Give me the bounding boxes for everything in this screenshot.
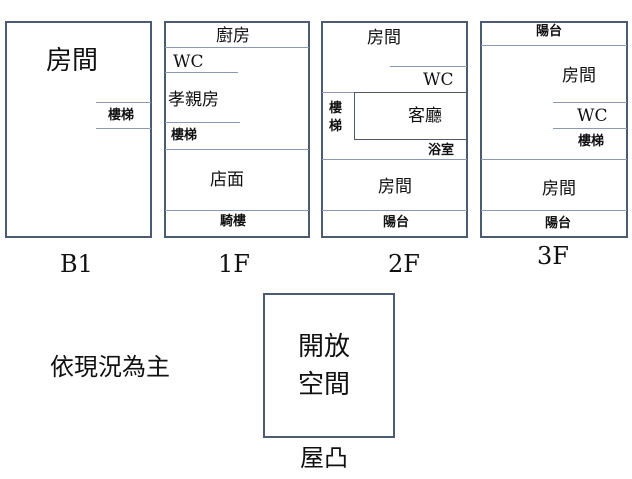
2f-balcony: 陽台: [383, 215, 410, 230]
roof-label: 屋凸: [300, 444, 348, 472]
divider: [553, 102, 627, 103]
divider: [322, 159, 467, 160]
floor-3f-plan: [480, 21, 628, 238]
divider: [322, 210, 467, 211]
roof-plan: [263, 293, 395, 438]
b1-label: B1: [60, 250, 93, 278]
2f-stairs: 樓梯: [329, 101, 343, 134]
1f-elder-room: 孝親房: [168, 90, 219, 110]
3f-label: 3F: [537, 242, 569, 270]
divider: [390, 66, 467, 67]
2f-label: 2F: [388, 250, 420, 278]
3f-room-bottom: 房間: [542, 179, 576, 199]
2f-living-room: 客廳: [408, 106, 442, 126]
divider: [553, 128, 627, 129]
floor-b1-plan: [5, 21, 152, 238]
1f-wc: WC: [173, 52, 204, 72]
2f-wc: WC: [423, 70, 454, 90]
divider: [96, 102, 151, 103]
divider: [481, 210, 627, 211]
1f-kitchen: 廚房: [216, 26, 250, 46]
b1-room: 房間: [46, 46, 99, 76]
1f-label: 1F: [218, 250, 250, 278]
1f-arcade: 騎樓: [220, 214, 247, 229]
divider: [96, 128, 151, 129]
floor-1f-plan: [164, 21, 310, 238]
divider: [165, 210, 309, 211]
3f-balcony-bottom: 陽台: [545, 216, 572, 231]
divider: [481, 159, 627, 160]
1f-shop: 店面: [210, 170, 244, 190]
2f-room-top: 房間: [367, 28, 401, 48]
3f-room-top: 房間: [562, 66, 596, 86]
b1-stairs: 樓梯: [108, 108, 135, 123]
divider: [165, 122, 240, 123]
note: 依現況為主: [50, 353, 170, 381]
3f-stairs: 樓梯: [578, 134, 605, 149]
3f-wc: WC: [577, 106, 608, 126]
2f-living-room-box: [354, 92, 468, 140]
roof-space-line1: 開放: [298, 332, 351, 362]
2f-room-bottom: 房間: [378, 177, 412, 197]
divider: [481, 45, 627, 46]
roof-space-line2: 空間: [298, 370, 351, 400]
divider: [165, 149, 309, 150]
2f-bathroom: 浴室: [428, 143, 455, 158]
1f-stairs: 樓梯: [171, 128, 198, 143]
divider: [165, 47, 309, 48]
divider: [165, 72, 238, 73]
floor-2f-plan: [321, 21, 468, 238]
3f-balcony-top: 陽台: [536, 24, 563, 39]
